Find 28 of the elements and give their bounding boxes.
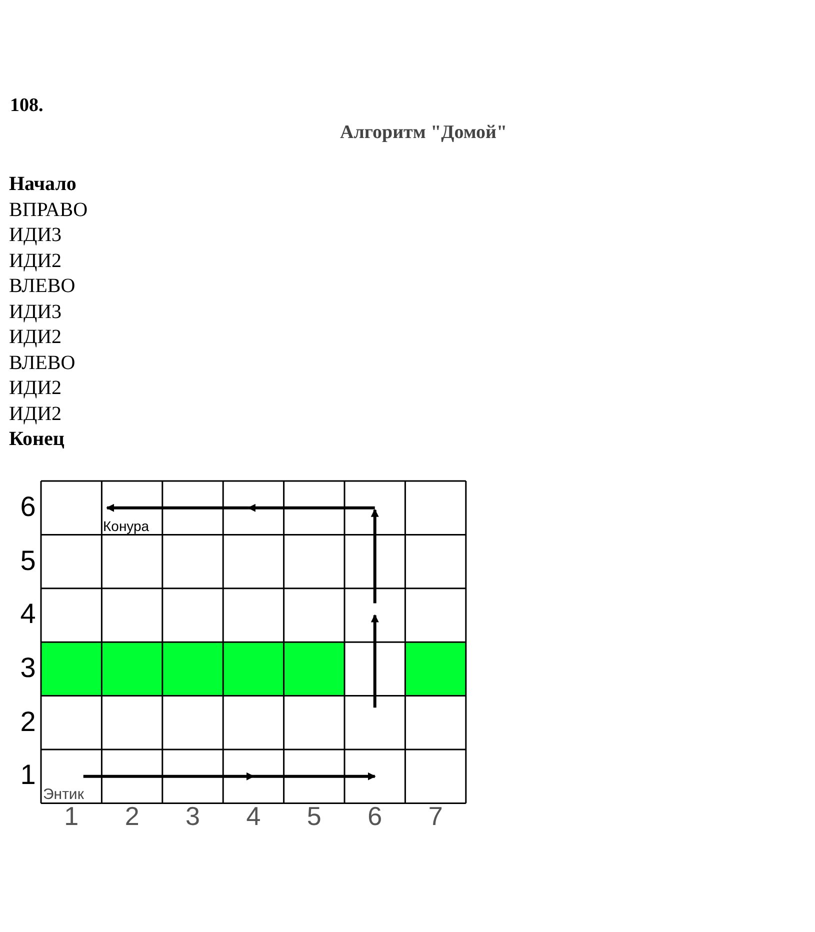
algorithm-step: ВПРАВО: [9, 198, 88, 223]
algorithm-step: Конец: [9, 427, 88, 452]
algorithm-step: Начало: [9, 172, 88, 198]
column-number: 2: [124, 803, 140, 829]
column-number: 7: [427, 803, 444, 829]
column-number: 6: [366, 803, 384, 829]
column-number: 5: [306, 803, 322, 829]
algorithm-step: ИДИ2: [9, 325, 88, 350]
column-number: 1: [63, 803, 80, 829]
place-label: Конура: [103, 519, 150, 533]
algorithm-step: ИДИ2: [9, 376, 88, 402]
column-number: 3: [184, 803, 201, 829]
row-number: 1: [19, 761, 37, 790]
column-number: 4: [245, 803, 262, 829]
algorithm-step: ИДИ3: [9, 223, 88, 248]
algorithm-step: ИДИ3: [9, 300, 88, 325]
row-number: 5: [19, 546, 37, 575]
algorithm-step: ИДИ2: [9, 248, 88, 274]
row-number: 2: [19, 708, 37, 736]
row-number: 3: [19, 654, 37, 682]
row-number: 4: [19, 600, 37, 628]
algorithm-step: ИДИ2: [9, 402, 88, 427]
algorithm-step: ВЛЕВО: [9, 274, 88, 300]
task-number: 108.: [10, 96, 44, 115]
algorithm-step: ВЛЕВО: [9, 350, 88, 376]
title: Алгоритм "Домой": [340, 123, 508, 142]
row-number: 6: [19, 492, 37, 521]
place-label: Энтик: [43, 787, 84, 802]
